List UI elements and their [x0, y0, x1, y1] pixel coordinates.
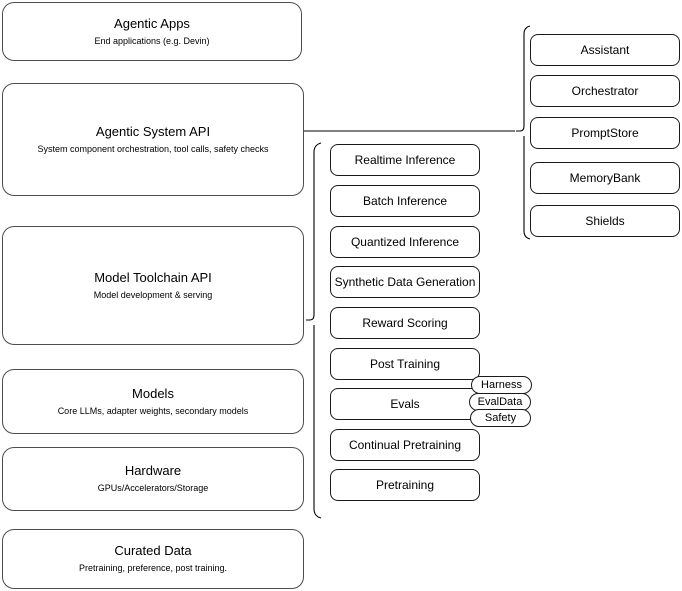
eval-badge-evaldata[interactable]: EvalData [469, 393, 531, 411]
layer-title: Agentic Apps [114, 15, 190, 31]
component-box-orchestrator[interactable]: Orchestrator [530, 75, 680, 107]
eval-badge-harness[interactable]: Harness [471, 376, 532, 394]
component-label: Orchestrator [571, 84, 639, 98]
layer-subtitle: Model development & serving [93, 289, 213, 300]
capability-box-post-training[interactable]: Post Training [330, 348, 480, 380]
component-box-memorybank[interactable]: MemoryBank [530, 162, 680, 194]
layer-title: Agentic System API [95, 123, 211, 139]
capability-box-reward-scoring[interactable]: Reward Scoring [330, 307, 480, 339]
capability-label: Synthetic Data Generation [334, 275, 476, 289]
component-label: Shields [585, 214, 625, 228]
capability-label: Quantized Inference [350, 235, 460, 249]
layer-subtitle: System component orchestration, tool cal… [37, 143, 269, 154]
capability-label: Realtime Inference [354, 153, 456, 167]
capability-box-evals[interactable]: Evals [330, 388, 480, 420]
capability-box-batch-inference[interactable]: Batch Inference [330, 185, 480, 217]
capability-box-realtime-inference[interactable]: Realtime Inference [330, 144, 480, 176]
right-brace [516, 25, 531, 240]
layer-subtitle: End applications (e.g. Devin) [94, 35, 210, 46]
layer-box-model-toolchain-api[interactable]: Model Toolchain API Model development & … [2, 226, 304, 345]
layer-box-curated-data[interactable]: Curated Data Pretraining, preference, po… [2, 529, 304, 589]
capability-box-pretraining[interactable]: Pretraining [330, 469, 480, 501]
eval-badge-label: Harness [481, 379, 522, 391]
layer-title: Models [132, 385, 174, 401]
layer-title: Hardware [124, 463, 182, 478]
eval-badge-label: Safety [484, 412, 517, 424]
eval-badge-safety[interactable]: Safety [470, 409, 531, 427]
layer-subtitle: Pretraining, preference, post training. [78, 563, 228, 573]
layer-box-agentic-system-api[interactable]: Agentic System API System component orch… [2, 83, 304, 196]
layer-box-models[interactable]: Models Core LLMs, adapter weights, secon… [2, 369, 304, 434]
component-label: MemoryBank [569, 171, 641, 185]
capability-label: Pretraining [375, 478, 435, 492]
layer-subtitle: Core LLMs, adapter weights, secondary mo… [57, 405, 249, 416]
layer-title: Curated Data [114, 543, 192, 558]
capability-box-quantized-inference[interactable]: Quantized Inference [330, 226, 480, 258]
capability-label: Continual Pretraining [348, 438, 462, 452]
layer-subtitle: GPUs/Accelerators/Storage [97, 483, 209, 493]
layer-box-agentic-apps[interactable]: Agentic Apps End applications (e.g. Devi… [2, 2, 302, 61]
component-box-promptstore[interactable]: PromptStore [530, 117, 680, 149]
component-label: Assistant [580, 43, 630, 57]
capability-label: Batch Inference [362, 194, 448, 208]
component-label: PromptStore [571, 126, 639, 140]
capability-box-continual-pretraining[interactable]: Continual Pretraining [330, 429, 480, 461]
layer-box-hardware[interactable]: Hardware GPUs/Accelerators/Storage [2, 447, 304, 511]
capability-box-synthetic-data-generation[interactable]: Synthetic Data Generation [330, 266, 480, 298]
component-box-assistant[interactable]: Assistant [530, 34, 680, 66]
capability-label: Evals [390, 397, 420, 411]
capability-label: Post Training [369, 357, 441, 371]
layer-title: Model Toolchain API [94, 269, 212, 285]
eval-badge-label: EvalData [477, 396, 523, 408]
middle-brace [306, 142, 322, 519]
capability-label: Reward Scoring [362, 316, 448, 330]
component-box-shields[interactable]: Shields [530, 205, 680, 237]
